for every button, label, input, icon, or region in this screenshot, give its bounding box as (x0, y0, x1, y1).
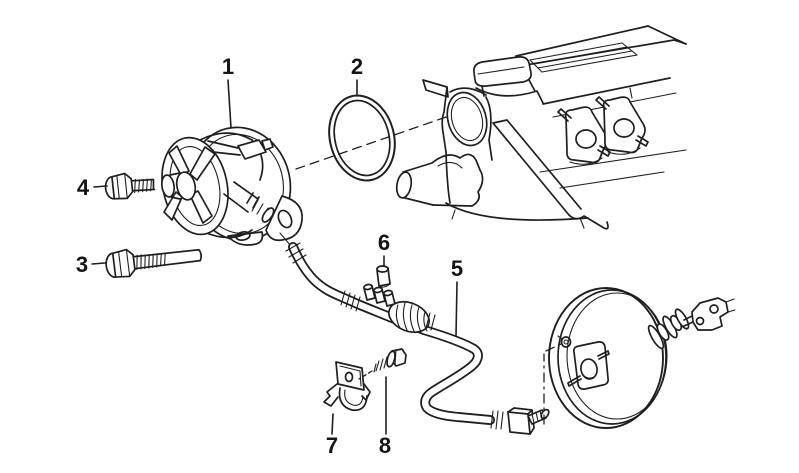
callout-4-leader (93, 185, 108, 188)
hose-connector-nipples (362, 283, 396, 307)
callout-7-leader (331, 413, 334, 435)
exhaust-flange-left (557, 106, 611, 165)
callout-1: 1 (222, 54, 234, 129)
callout-5-label: 5 (451, 256, 463, 281)
brake-booster-drawing (543, 287, 736, 429)
bracket-screw-drawing (358, 348, 407, 380)
callout-5: 5 (451, 256, 463, 337)
callout-6-label: 6 (378, 230, 390, 255)
callout-8-label: 8 (379, 433, 391, 458)
pump-mount-opening (446, 91, 488, 147)
vacuum-pump-drawing (161, 126, 303, 247)
callout-1-label: 1 (222, 54, 234, 79)
callout-3-leader (91, 262, 106, 265)
sealing-cap-drawing (376, 265, 391, 288)
callout-3-label: 3 (76, 252, 88, 277)
assembly-axis-line (295, 115, 450, 170)
booster-pushrod (647, 297, 736, 350)
cylinder-head-drawing (395, 25, 687, 230)
callout-7-label: 7 (326, 433, 338, 458)
holder-bracket-drawing (323, 361, 371, 412)
callout-2-label: 2 (351, 54, 363, 79)
callout-3: 3 (76, 252, 106, 277)
callout-2: 2 (351, 54, 363, 97)
callouts: 1 2 3 4 5 6 7 8 (76, 54, 463, 458)
callout-8: 8 (379, 376, 391, 458)
short-bolt-drawing (104, 172, 156, 200)
callout-5-leader (455, 281, 458, 337)
long-bolt-drawing (105, 248, 202, 278)
callout-6: 6 (378, 230, 390, 267)
booster-port-plate (573, 341, 609, 390)
exhaust-flange-right (595, 96, 649, 155)
hose-elbow-fitting (490, 407, 550, 435)
oil-cap (473, 56, 532, 87)
o-ring-drawing (328, 94, 396, 182)
callout-7: 7 (326, 413, 338, 458)
vacuum-hose-drawing (285, 242, 550, 435)
callout-4: 4 (77, 175, 108, 200)
callout-1-leader (227, 79, 232, 129)
callout-4-label: 4 (77, 175, 90, 200)
